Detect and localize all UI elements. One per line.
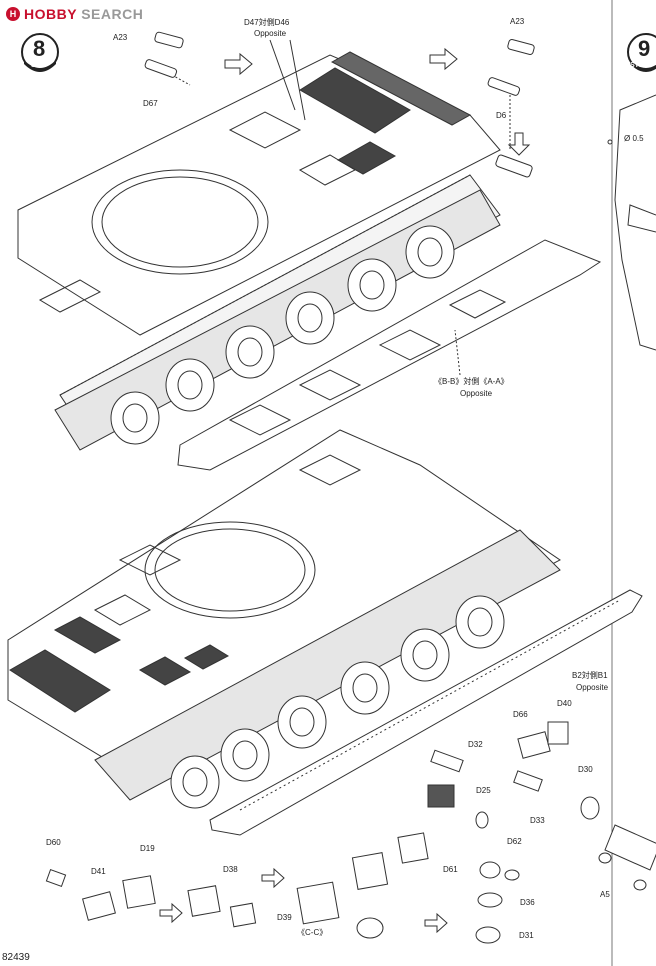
step-8-label: STEP bbox=[31, 62, 50, 69]
step-9-badge bbox=[627, 33, 656, 72]
label-d19: D19 bbox=[140, 844, 155, 853]
label-d36: D36 bbox=[520, 898, 535, 907]
arrow-icons bbox=[159, 47, 531, 934]
label-d40: D40 bbox=[557, 699, 572, 708]
label-d30: D30 bbox=[578, 765, 593, 774]
lower-hull-drawing bbox=[7, 429, 643, 836]
next-page-drawing bbox=[607, 94, 656, 351]
label-d38: D38 bbox=[223, 865, 238, 874]
label-d61: D61 bbox=[443, 865, 458, 874]
label-d32: D32 bbox=[468, 740, 483, 749]
label-bb-aa: 《B-B》対側《A-A》 bbox=[434, 377, 509, 386]
label-b2-b1: B2対側B1 bbox=[572, 671, 608, 680]
label-opposite-mid: Opposite bbox=[460, 389, 493, 398]
hobby-search-watermark: H HOBBY SEARCH bbox=[6, 6, 143, 22]
step-9-label: STEP bbox=[630, 62, 649, 69]
leader-lines-upper bbox=[171, 39, 511, 376]
catalog-number: 82439 bbox=[2, 952, 30, 963]
label-d39: D39 bbox=[277, 913, 292, 922]
hobby-search-logo-icon: H bbox=[6, 7, 20, 21]
label-a23-right: A23 bbox=[510, 17, 525, 26]
label-d67: D67 bbox=[143, 99, 158, 108]
hobby-search-wordmark: HOBBY SEARCH bbox=[24, 6, 144, 22]
small-parts-lower bbox=[45, 721, 656, 944]
upper-hull-drawing bbox=[17, 51, 602, 471]
part-a23-right bbox=[487, 38, 535, 178]
label-o05: Ø 0.5 bbox=[624, 134, 644, 143]
label-d47-d46: D47対側D46 bbox=[244, 18, 290, 27]
label-d6: D6 bbox=[496, 111, 507, 120]
step-8-badge bbox=[21, 33, 59, 72]
label-d33: D33 bbox=[530, 816, 545, 825]
label-d60: D60 bbox=[46, 838, 61, 847]
label-a23-left: A23 bbox=[113, 33, 128, 42]
label-opposite-low: Opposite bbox=[576, 683, 609, 692]
label-d62: D62 bbox=[507, 837, 522, 846]
step-8-number: 8 bbox=[33, 36, 46, 61]
label-a5: A5 bbox=[600, 890, 610, 899]
step-9-number: 9 bbox=[638, 36, 651, 61]
label-d41: D41 bbox=[91, 867, 106, 876]
label-d31: D31 bbox=[519, 931, 534, 940]
part-a23-left bbox=[144, 31, 184, 78]
label-d25: D25 bbox=[476, 786, 491, 795]
label-d66: D66 bbox=[513, 710, 528, 719]
label-cc: 《C-C》 bbox=[297, 928, 328, 937]
label-opposite-top: Opposite bbox=[254, 29, 287, 38]
